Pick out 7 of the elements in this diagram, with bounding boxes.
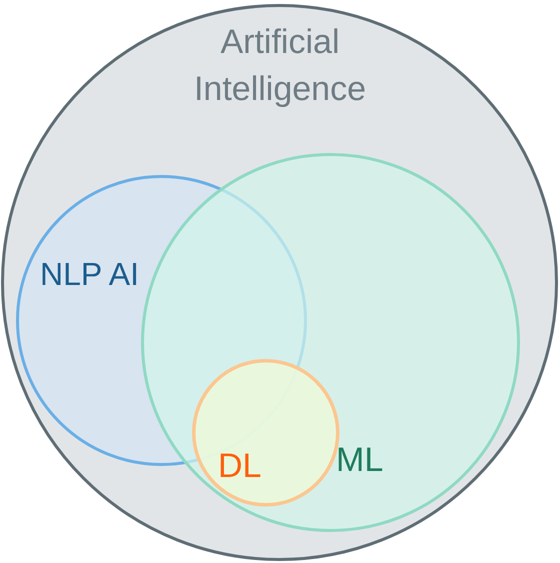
- set-circle: [192, 359, 340, 507]
- set-label: DL: [218, 449, 262, 483]
- set-circle: [0, 4, 558, 560]
- set-circle: [140, 152, 520, 532]
- set-label: ML: [336, 443, 384, 477]
- set-label: NLP AI: [40, 258, 140, 290]
- set-label: Artificial Intelligence: [192, 22, 367, 110]
